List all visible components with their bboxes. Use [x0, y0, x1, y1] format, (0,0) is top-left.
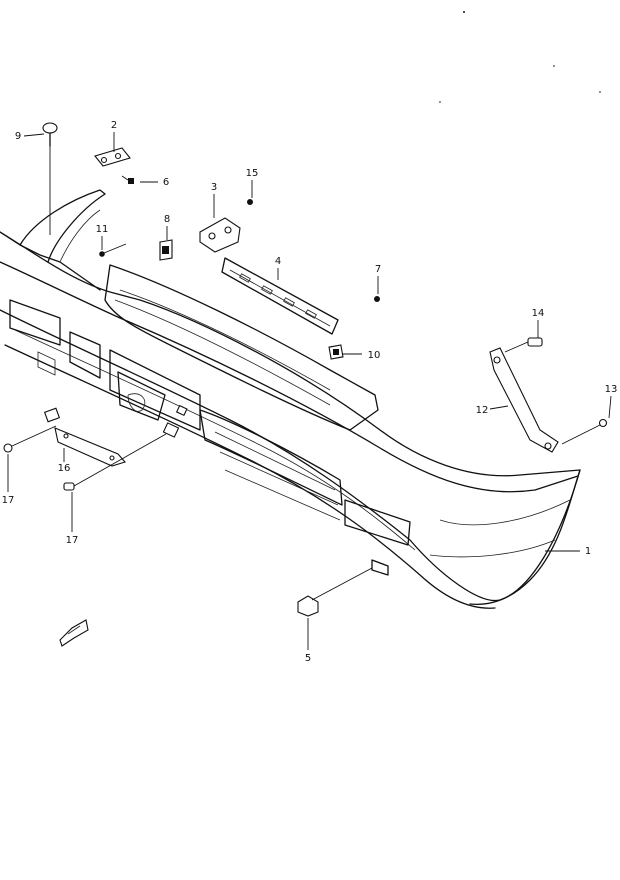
callout-10: 10 [368, 350, 381, 361]
side-bracket-12 [489, 347, 559, 453]
screw-17-lower [63, 433, 167, 491]
screw-14 [504, 337, 543, 353]
front-bumper-cover [0, 189, 581, 609]
callout-9: 9 [15, 131, 21, 142]
callout-17-left: 17 [2, 495, 15, 506]
callout-5: 5 [305, 653, 311, 664]
callout-3: 3 [211, 182, 217, 193]
scan-specks [439, 11, 601, 103]
callout-2: 2 [111, 120, 117, 131]
screw-5 [297, 567, 373, 617]
screw-13 [561, 418, 608, 445]
callout-4: 4 [275, 256, 281, 267]
bracket-2 [94, 147, 131, 167]
callout-16: 16 [58, 463, 71, 474]
callout-14: 14 [532, 308, 545, 319]
callout-12: 12 [476, 405, 489, 416]
clip-10 [328, 344, 344, 360]
screw-7 [374, 296, 380, 302]
reinforcement-bracket [221, 257, 339, 335]
clip-8 [159, 239, 173, 261]
front-direction-arrow-icon [59, 619, 89, 647]
screw-17-left [3, 425, 57, 453]
screw-11 [99, 243, 127, 257]
callout-11: 11 [96, 224, 109, 235]
callout-15: 15 [246, 168, 259, 179]
push-clip-9 [42, 122, 58, 235]
callout-8: 8 [164, 214, 170, 225]
screw-6 [121, 175, 134, 184]
callout-17-lower: 17 [66, 535, 79, 546]
callout-7: 7 [375, 264, 381, 275]
callout-1: 1 [585, 546, 591, 557]
bracket-3 [199, 217, 241, 253]
leader-lines [7, 132, 612, 650]
callout-13: 13 [605, 384, 618, 395]
screw-15 [247, 199, 253, 205]
bracket-16 [43, 407, 126, 467]
callout-6: 6 [163, 177, 169, 188]
